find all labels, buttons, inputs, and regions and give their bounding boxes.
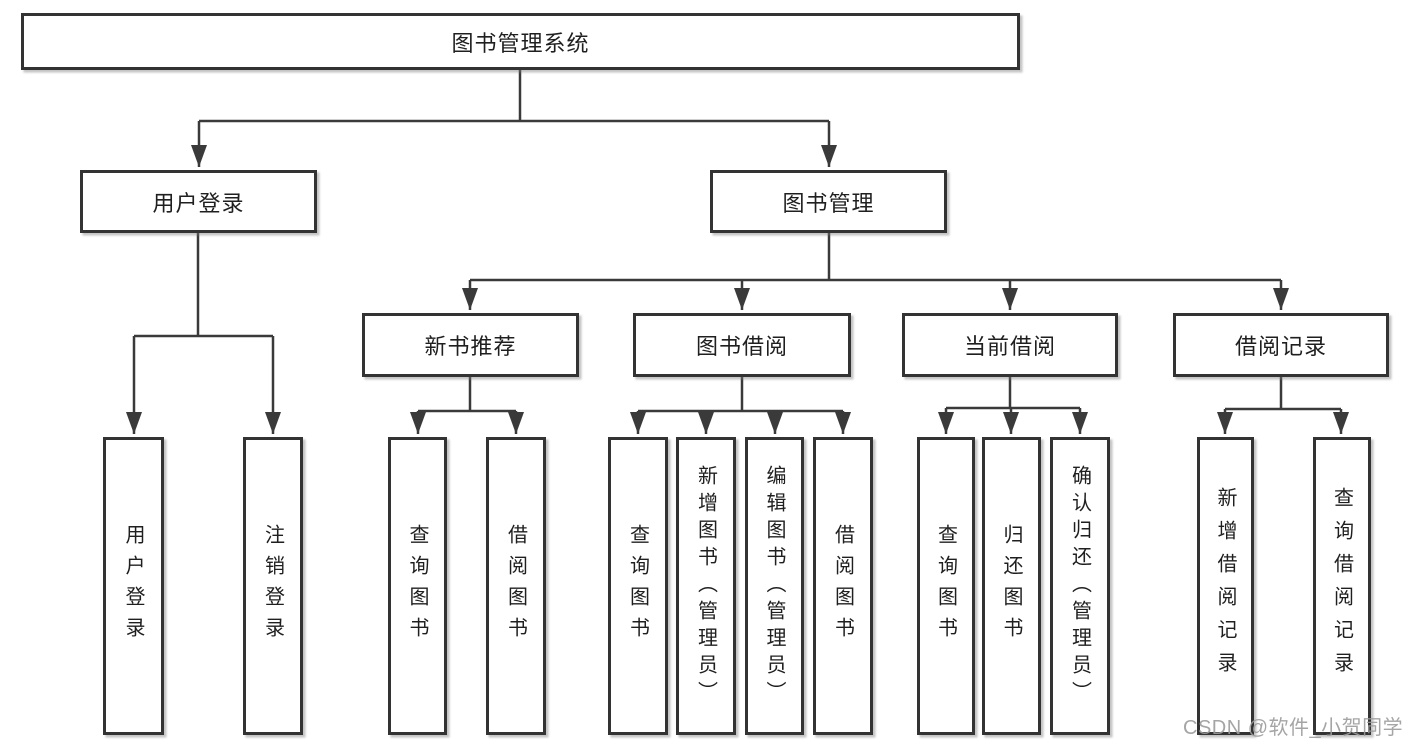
leaf-add-book-admin: 新增图书（管理员） — [676, 437, 736, 735]
leaf-query-book-recommend: 查询图书 — [388, 437, 447, 735]
node-borrow-records: 借阅记录 — [1173, 313, 1389, 377]
node-current-borrowing-label: 当前借阅 — [963, 334, 1056, 359]
leaf-query-book-borrowing-label: 查询图书 — [626, 524, 649, 648]
leaf-query-book-borrowing: 查询图书 — [608, 437, 668, 735]
watermark: CSDN @软件_小贺同学 — [1183, 717, 1404, 739]
node-current-borrowing: 当前借阅 — [902, 313, 1118, 377]
leaf-add-borrow-record-label: 新增借阅记录 — [1214, 487, 1236, 685]
node-user-login: 用户登录 — [80, 170, 317, 233]
leaf-borrow-book-recommend-label: 借阅图书 — [504, 524, 527, 648]
leaf-query-borrow-record-label: 查询借阅记录 — [1330, 487, 1353, 685]
node-book-borrowing: 图书借阅 — [633, 313, 851, 377]
leaf-query-book-current: 查询图书 — [917, 437, 975, 735]
leaf-return-book: 归还图书 — [982, 437, 1041, 735]
leaf-confirm-return-admin-label: 确认归还（管理员） — [1068, 464, 1091, 708]
leaf-borrow-book-recommend: 借阅图书 — [486, 437, 546, 735]
node-book-management-label: 图书管理 — [782, 190, 875, 216]
node-root: 图书管理系统 — [21, 13, 1020, 70]
node-borrow-records-label: 借阅记录 — [1234, 334, 1327, 359]
leaf-add-book-admin-label: 新增图书（管理员） — [694, 464, 717, 708]
leaf-user-login-label: 用户登录 — [122, 524, 144, 648]
leaf-query-book-current-label: 查询图书 — [934, 524, 957, 648]
node-book-borrowing-label: 图书借阅 — [695, 334, 788, 359]
leaf-borrow-book-borrowing-label: 借阅图书 — [831, 524, 854, 648]
leaf-query-borrow-record: 查询借阅记录 — [1313, 437, 1371, 735]
leaf-add-borrow-record: 新增借阅记录 — [1197, 437, 1254, 735]
leaf-borrow-book-borrowing: 借阅图书 — [813, 437, 873, 735]
node-book-management: 图书管理 — [710, 170, 947, 233]
leaf-logout-label: 注销登录 — [261, 524, 284, 648]
leaf-confirm-return-admin: 确认归还（管理员） — [1050, 437, 1110, 735]
node-root-label: 图书管理系统 — [451, 30, 590, 56]
leaf-edit-book-admin: 编辑图书（管理员） — [745, 437, 804, 735]
leaf-query-book-recommend-label: 查询图书 — [406, 524, 428, 648]
leaf-edit-book-admin-label: 编辑图书（管理员） — [763, 464, 785, 708]
node-new-book-recommend-label: 新书推荐 — [424, 334, 517, 359]
leaf-return-book-label: 归还图书 — [1000, 524, 1022, 648]
leaf-user-login: 用户登录 — [103, 437, 164, 735]
node-new-book-recommend: 新书推荐 — [362, 313, 579, 377]
leaf-logout: 注销登录 — [243, 437, 303, 735]
node-user-login-label: 用户登录 — [152, 190, 245, 216]
